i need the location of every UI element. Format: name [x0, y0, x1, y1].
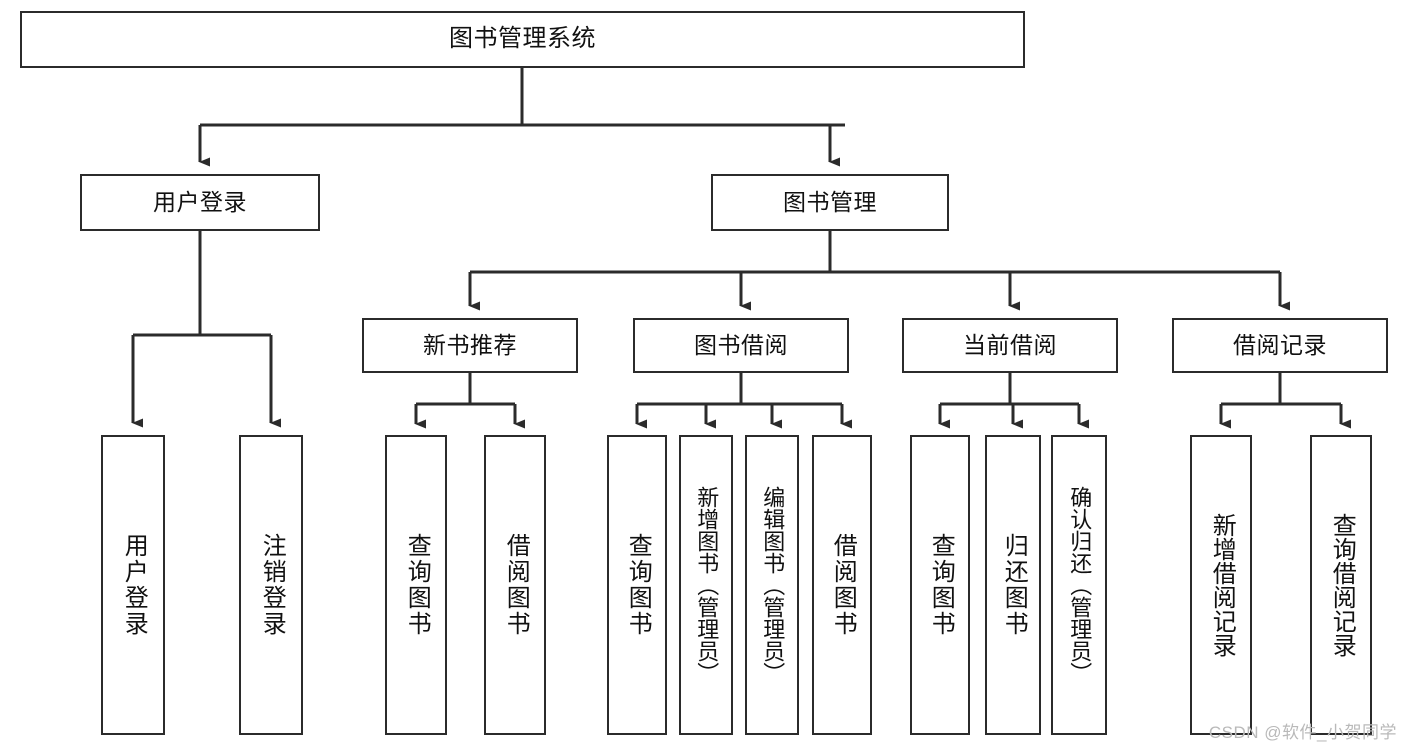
node-book-management-label: 图书管理: [783, 188, 877, 215]
node-leaf-confirm-return[interactable]: 确认归还（管理员）: [1051, 435, 1107, 735]
node-leaf-return-book[interactable]: 归还图书: [985, 435, 1041, 735]
node-user-login[interactable]: 用户登录: [80, 174, 320, 231]
node-leaf-add-book-label: 新增图书（管理员）: [694, 486, 720, 684]
edge-new-book-recommend-to-leaves: [414, 373, 525, 429]
node-book-management[interactable]: 图书管理: [711, 174, 949, 231]
node-leaf-borrow-book-rec[interactable]: 借阅图书: [484, 435, 546, 735]
node-leaf-edit-book[interactable]: 编辑图书（管理员）: [745, 435, 799, 735]
edge-book-management-to-level2: [468, 231, 1290, 311]
node-borrow-record-label: 借阅记录: [1233, 331, 1327, 358]
node-new-book-recommend-label: 新书推荐: [423, 331, 517, 358]
node-leaf-add-book[interactable]: 新增图书（管理员）: [679, 435, 733, 735]
node-leaf-query-record-label: 查询借阅记录: [1328, 513, 1356, 657]
node-current-borrow-label: 当前借阅: [963, 331, 1057, 358]
node-leaf-logout-label: 注销登录: [258, 533, 286, 637]
edge-user-login-to-leaves: [131, 231, 281, 428]
node-leaf-return-book-label: 归还图书: [1000, 533, 1028, 637]
node-leaf-query-book-current-label: 查询图书: [927, 533, 955, 637]
node-current-borrow[interactable]: 当前借阅: [902, 318, 1118, 373]
csdn-watermark: CSDN @软件_小贺同学: [1208, 723, 1397, 742]
node-leaf-add-record-label: 新增借阅记录: [1208, 513, 1236, 657]
node-leaf-query-book-borrow[interactable]: 查询图书: [607, 435, 667, 735]
node-leaf-query-book-rec-label: 查询图书: [403, 533, 431, 637]
node-book-borrow[interactable]: 图书借阅: [633, 318, 849, 373]
edge-current-borrow-to-leaves: [938, 373, 1089, 429]
node-leaf-borrow-book[interactable]: 借阅图书: [812, 435, 872, 735]
node-leaf-confirm-return-label: 确认归还（管理员）: [1067, 486, 1093, 684]
edge-root-to-level1: [198, 68, 845, 167]
node-leaf-query-book-borrow-label: 查询图书: [624, 533, 652, 637]
node-user-login-label: 用户登录: [153, 188, 247, 215]
node-root-label: 图书管理系统: [449, 25, 596, 53]
node-borrow-record[interactable]: 借阅记录: [1172, 318, 1388, 373]
edge-borrow-record-to-leaves: [1219, 373, 1351, 429]
node-root-system[interactable]: 图书管理系统: [20, 11, 1025, 68]
node-leaf-user-login[interactable]: 用户登录: [101, 435, 165, 735]
node-leaf-query-book-rec[interactable]: 查询图书: [385, 435, 447, 735]
edge-book-borrow-to-leaves: [635, 373, 852, 429]
node-book-borrow-label: 图书借阅: [694, 331, 788, 358]
node-leaf-add-record[interactable]: 新增借阅记录: [1190, 435, 1252, 735]
node-leaf-query-record[interactable]: 查询借阅记录: [1310, 435, 1372, 735]
node-leaf-user-login-label: 用户登录: [120, 533, 148, 637]
node-leaf-edit-book-label: 编辑图书（管理员）: [760, 486, 786, 684]
node-new-book-recommend[interactable]: 新书推荐: [362, 318, 578, 373]
node-leaf-borrow-book-label: 借阅图书: [829, 533, 857, 637]
node-leaf-query-book-current[interactable]: 查询图书: [910, 435, 970, 735]
node-leaf-logout[interactable]: 注销登录: [239, 435, 303, 735]
node-leaf-borrow-book-rec-label: 借阅图书: [502, 533, 530, 637]
